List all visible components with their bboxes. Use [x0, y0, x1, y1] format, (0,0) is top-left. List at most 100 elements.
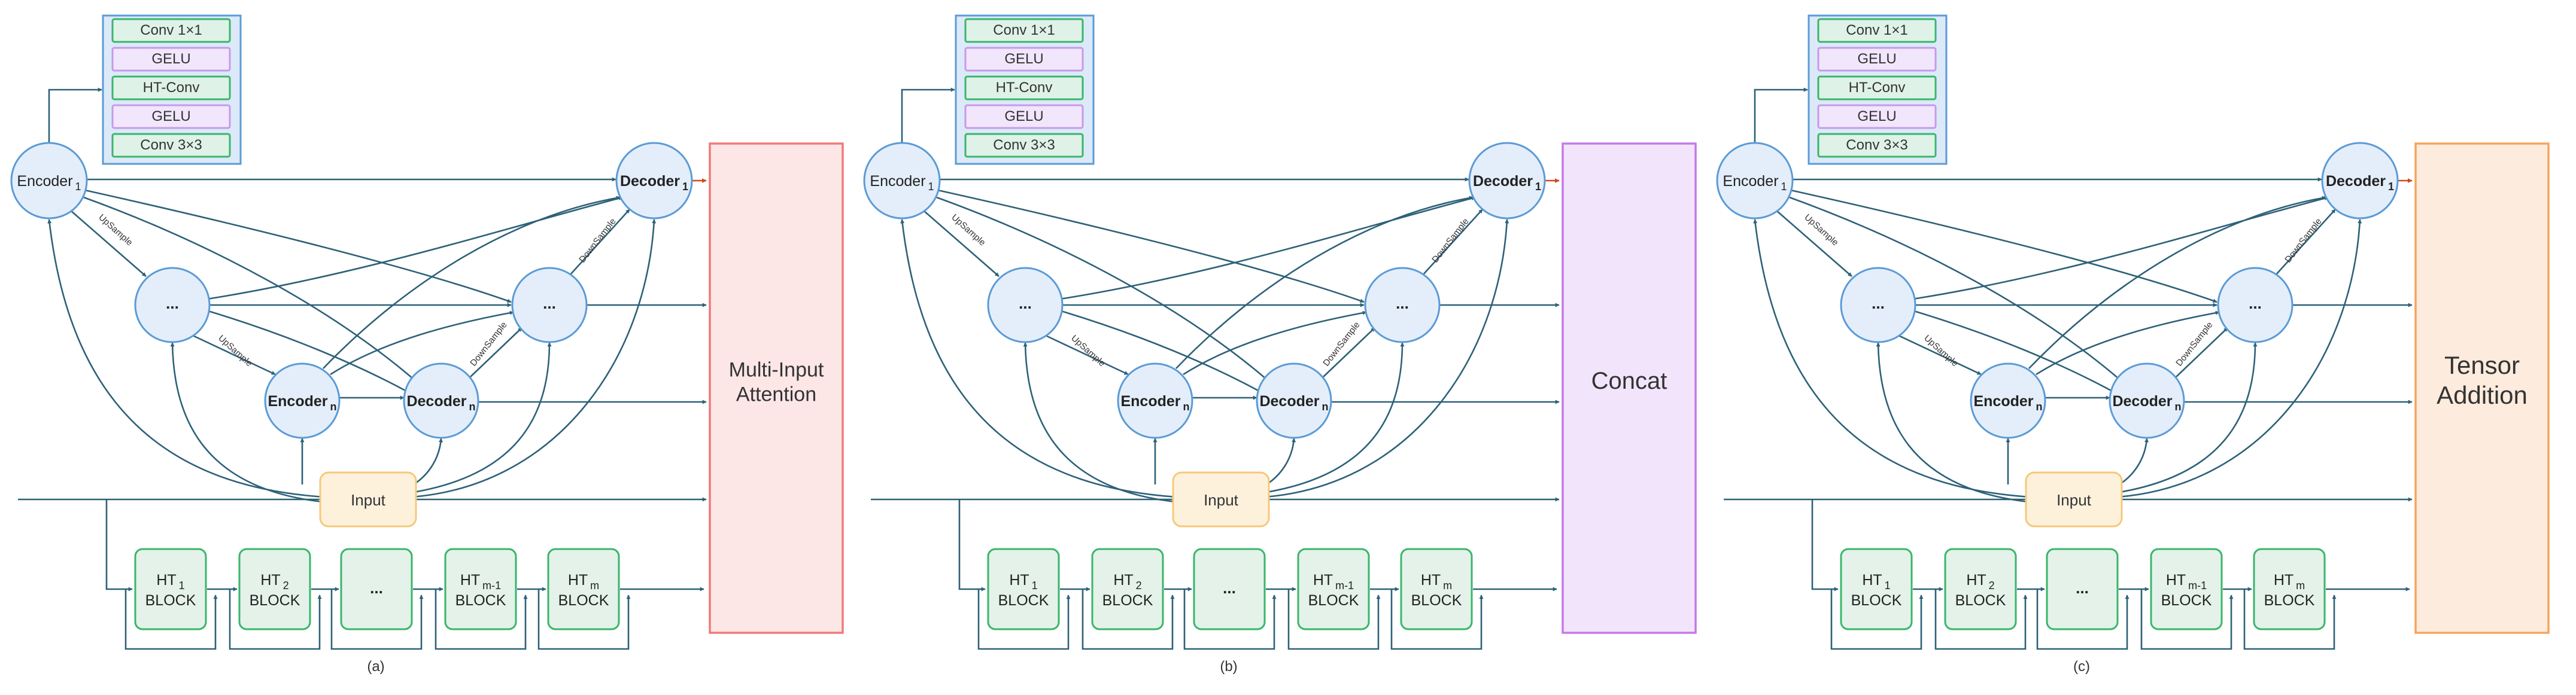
middle-left-label: ...: [1019, 294, 1032, 312]
fusion-label: Attention: [736, 383, 816, 406]
legend-item-label: HT-Conv: [143, 80, 200, 96]
block-residual-2: [1082, 589, 1175, 650]
fusion-label: Tensor: [2444, 351, 2520, 379]
block-residual-2: [1934, 589, 2028, 650]
ht-block-4: [444, 548, 517, 630]
ht-block-label-base: HT: [260, 572, 280, 589]
panel-caption: (b): [1220, 659, 1237, 675]
ht-block-label-subscript: 2: [1989, 580, 1995, 592]
ht-block-label-subscript: m-1: [1335, 580, 1354, 592]
legend-item-label: Conv 1×1: [140, 22, 202, 38]
ht-block-sublabel: BLOCK: [558, 592, 609, 609]
skip-encoder1-midright: [1790, 189, 2217, 303]
ht-block-sublabel: BLOCK: [455, 592, 506, 609]
legend-item-3: [1817, 75, 1937, 100]
input-label: Input: [1204, 491, 1239, 509]
ht-block-label-base: HT: [1862, 572, 1882, 589]
fusion-box: [1562, 142, 1697, 634]
ht-block-3: [1193, 548, 1266, 630]
ht-block-label-base: HT: [1009, 572, 1029, 589]
legend-item-label: GELU: [1004, 51, 1043, 67]
ht-block-1: [134, 548, 207, 630]
legend-item-5: [964, 133, 1084, 158]
decoder-1-label-base: Decoder: [2326, 173, 2386, 190]
encoder-1-label-base: Encoder: [1723, 173, 1778, 190]
middle-right-label: ...: [543, 294, 556, 312]
encoder-1-node: [863, 142, 941, 220]
ht-block-1: [1840, 548, 1913, 630]
input-to-decoder1: [402, 219, 657, 499]
downsample-arrow-2: [1422, 209, 1483, 276]
panel-caption: (a): [367, 659, 384, 675]
middle-left-label: ...: [166, 294, 179, 312]
decoder-n-node: [1256, 362, 1332, 439]
fusion-label: Concat: [1591, 368, 1667, 394]
ht-block-5: [547, 548, 620, 630]
block-residual-4: [435, 589, 528, 650]
ht-block-sublabel: BLOCK: [145, 592, 196, 609]
ht-block-2: [238, 548, 311, 630]
input-to-decoder1: [1254, 219, 1509, 499]
skip-encodern-decoder1: [1175, 196, 1474, 369]
upsample-arrow-2: [1897, 334, 1982, 376]
legend-item-label: Conv 1×1: [1846, 22, 1907, 38]
encoder-n-label-subscript: n: [330, 401, 337, 413]
encoder-n-label-subscript: n: [1183, 401, 1190, 413]
skip-midleft-decoder1: [1912, 196, 2329, 300]
middle-left-node: [134, 267, 211, 343]
ht-block-sublabel: BLOCK: [1102, 592, 1153, 609]
ht-block-sublabel: BLOCK: [1411, 592, 1462, 609]
legend-item-label: GELU: [1857, 108, 1896, 124]
downsample-arrow-2: [2275, 209, 2336, 276]
legend-item-1: [111, 18, 231, 43]
ht-block-sublabel: BLOCK: [1308, 592, 1359, 609]
input-label: Input: [351, 491, 386, 509]
ht-block-label-subscript: m: [590, 580, 599, 592]
ht-block-label-subscript: m-1: [482, 580, 501, 592]
panel-caption: (c): [2073, 659, 2090, 675]
decoder-n-node: [2109, 362, 2185, 439]
input-to-midright: [402, 342, 552, 495]
legend-item-5: [1817, 133, 1937, 158]
decoder-n-label-subscript: n: [1322, 401, 1329, 413]
skip-midleft-decodern: [1913, 310, 2119, 396]
upsample-label-1: UpSample: [96, 212, 134, 248]
downsample-label-4: DownSample: [577, 217, 618, 265]
input-box: [319, 471, 417, 528]
ht-block-label-base: HT: [2166, 572, 2186, 589]
block-residual-3: [330, 589, 424, 650]
decoder-1-node: [1468, 142, 1546, 220]
downsample-arrow-1: [2176, 327, 2228, 377]
block-residual-5: [537, 589, 631, 650]
ht-block-label-subscript: m-1: [2188, 580, 2207, 592]
encoder-to-legend-arrow: [901, 87, 955, 144]
input-box: [1172, 471, 1270, 528]
ht-block-2: [1091, 548, 1164, 630]
ht-block-label-base: HT: [568, 572, 588, 589]
skip-encodern-midright: [330, 310, 514, 376]
ht-block-label-subscript: m: [2296, 580, 2305, 592]
encoder-n-label-base: Encoder: [1120, 393, 1180, 410]
encoder-1-label-base: Encoder: [870, 173, 925, 190]
ht-block-label-base: HT: [460, 572, 480, 589]
encoder-n-node: [1970, 362, 2046, 439]
ht-block-ellipsis: ...: [1223, 579, 1236, 597]
upsample-label-1: UpSample: [1802, 212, 1840, 248]
encoder-1-label-subscript: 1: [75, 181, 81, 193]
skip-encoder1-decodern: [936, 196, 1271, 383]
encoder-n-label-subscript: n: [2036, 401, 2043, 413]
ht-block-label-subscript: m: [1443, 580, 1452, 592]
downsample-arrow-1: [1323, 327, 1375, 377]
skip-encoder1-decodern: [1789, 196, 2124, 383]
downsample-label-3: DownSample: [1321, 320, 1362, 368]
input-label: Input: [2056, 491, 2092, 509]
